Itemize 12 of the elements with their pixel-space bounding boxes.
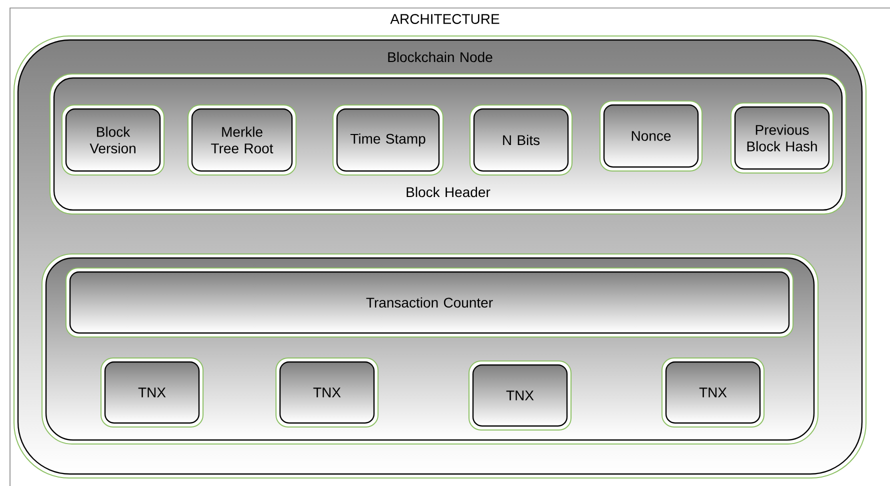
field-box: TNX: [662, 358, 764, 428]
field-box: TNX: [100, 358, 204, 428]
field-box: TNX: [276, 358, 378, 428]
field-box: Time Stamp: [332, 104, 444, 176]
field-box: Block Version: [62, 104, 164, 176]
field-box: Merkle Tree Root: [188, 104, 296, 176]
field-box: TNX: [468, 360, 572, 430]
field-box: Nonce: [600, 100, 702, 172]
title: ARCHITECTURE: [390, 14, 500, 24]
field-box: Previous Block Hash: [730, 102, 834, 174]
field-box: Transaction Counter: [66, 268, 794, 338]
field-box: N Bits: [470, 104, 572, 176]
